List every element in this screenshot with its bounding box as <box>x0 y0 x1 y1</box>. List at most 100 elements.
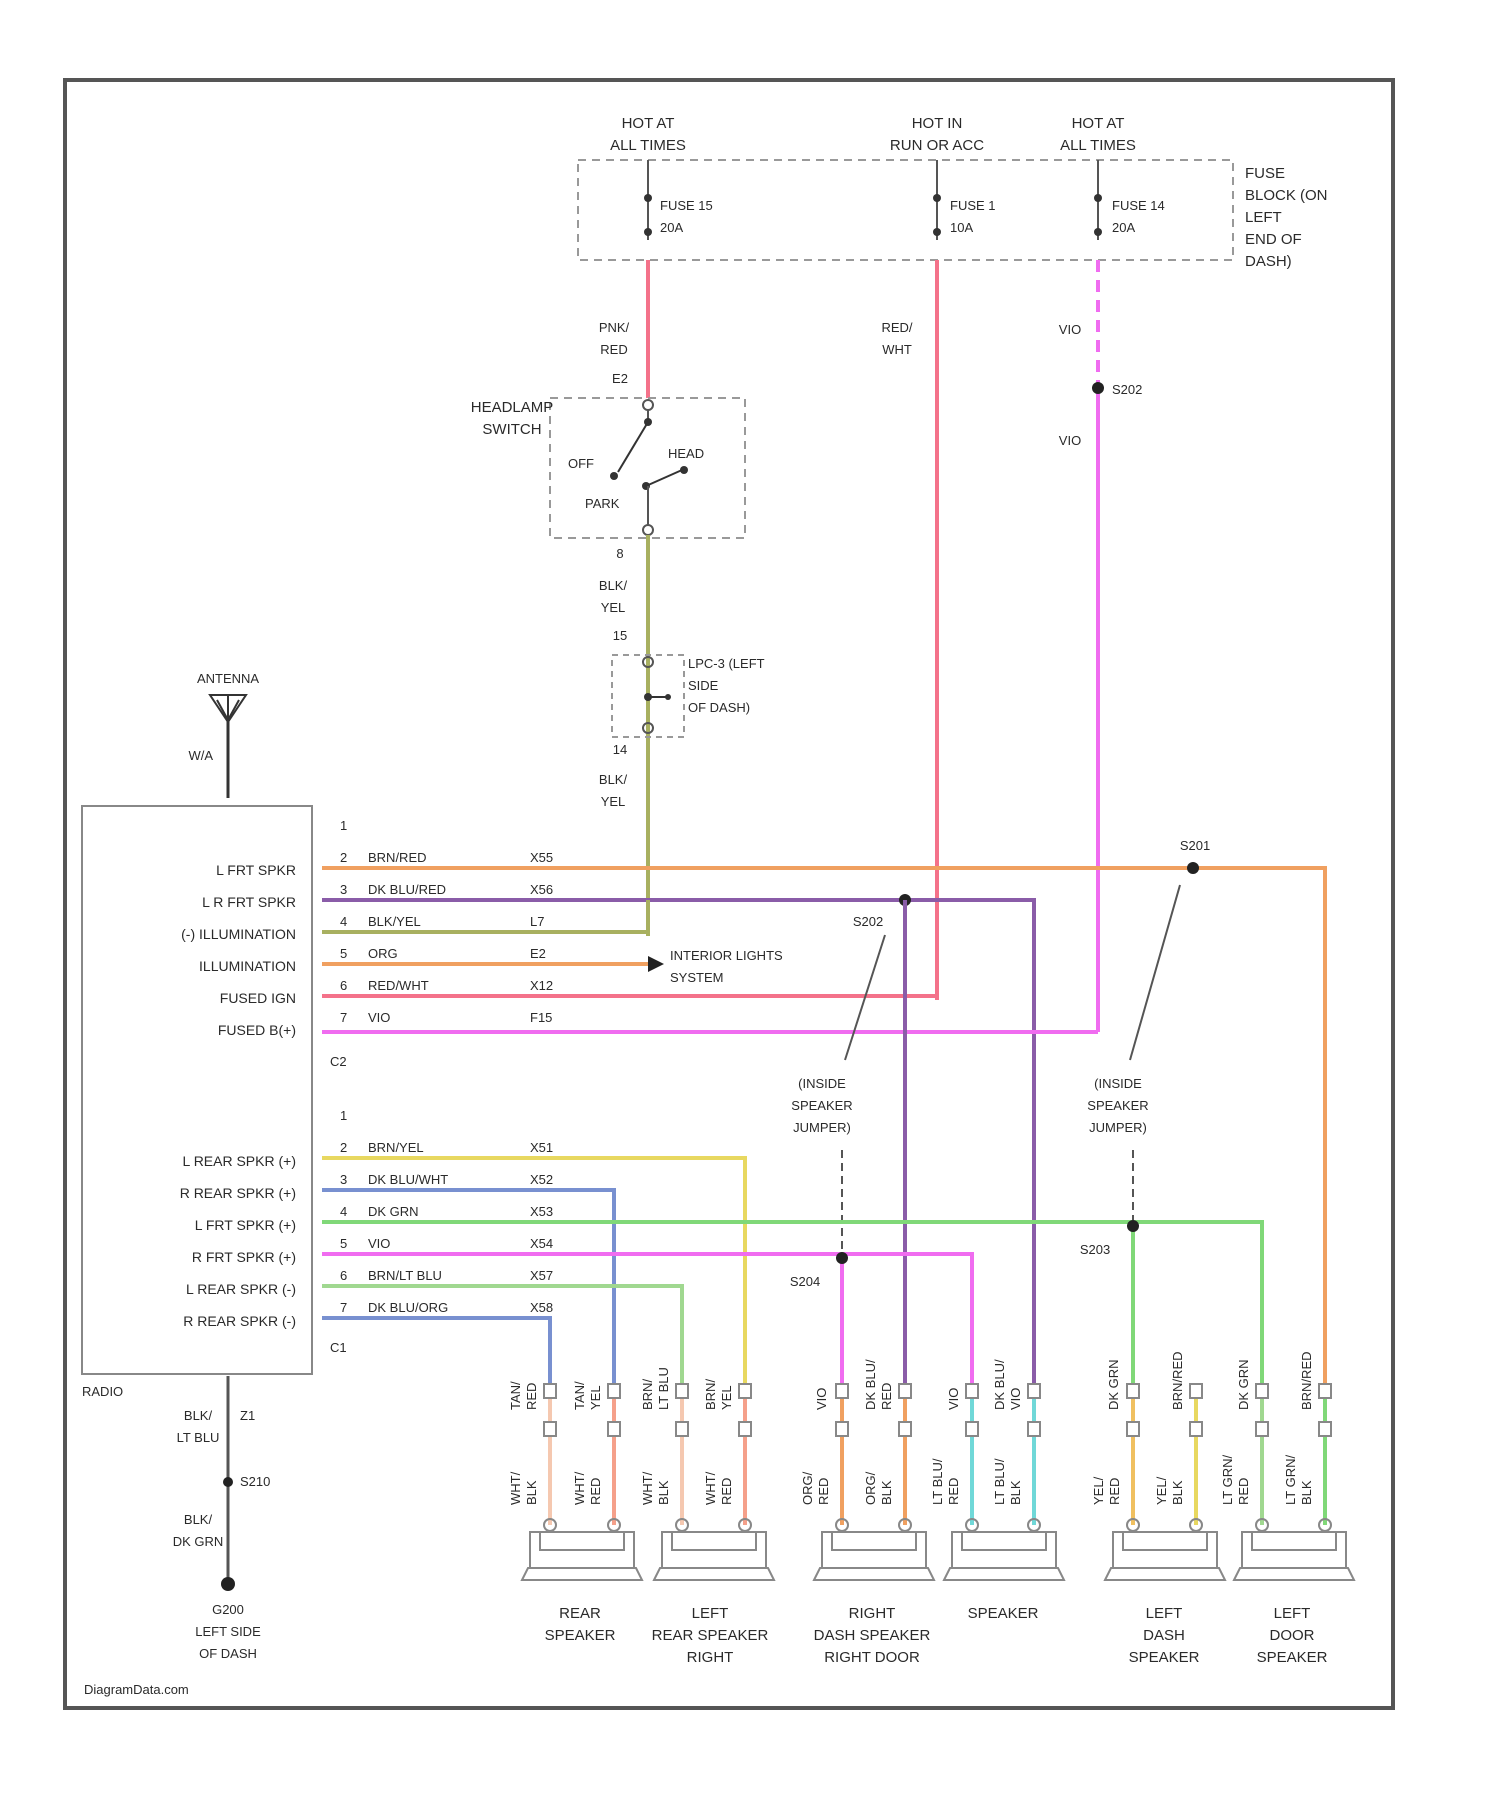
fuse-15: FUSE 15 20A <box>644 160 713 240</box>
svg-text:10A: 10A <box>950 220 973 235</box>
svg-text:SPEAKER: SPEAKER <box>545 1627 616 1644</box>
svg-text:FUSE 1: FUSE 1 <box>950 198 996 213</box>
speaker-icon <box>1105 1519 1225 1580</box>
svg-text:L FRT SPKR: L FRT SPKR <box>216 862 296 878</box>
svg-text:BLK: BLK <box>1299 1480 1314 1505</box>
svg-text:X58: X58 <box>530 1300 553 1315</box>
ground-wire-a2: LT BLU <box>177 1430 220 1445</box>
jumper-right-pointer <box>1130 885 1180 1060</box>
svg-text:DK BLU/: DK BLU/ <box>863 1359 878 1410</box>
ground-label-b: LEFT SIDE <box>195 1624 261 1639</box>
ground-wire-a1: BLK/ <box>184 1408 213 1423</box>
svg-text:X52: X52 <box>530 1172 553 1187</box>
svg-text:LEFT: LEFT <box>1245 209 1282 226</box>
jumper-right-label: (INSIDE SPEAKER JUMPER) <box>1087 1076 1148 1135</box>
svg-text:(INSIDE: (INSIDE <box>798 1076 846 1091</box>
svg-text:VIO: VIO <box>1008 1388 1023 1410</box>
svg-text:RIGHT DOOR: RIGHT DOOR <box>824 1649 920 1666</box>
svg-text:R FRT SPKR (+): R FRT SPKR (+) <box>192 1249 296 1265</box>
antenna-icon <box>210 695 246 798</box>
svg-text:BLOCK (ON: BLOCK (ON <box>1245 187 1328 204</box>
svg-text:R REAR SPKR (+): R REAR SPKR (+) <box>180 1185 296 1201</box>
speaker-labels: REAR SPEAKER LEFT REAR SPEAKER RIGHT RIG… <box>545 1605 1328 1666</box>
svg-text:WHT/: WHT/ <box>703 1471 718 1505</box>
speaker-icon <box>814 1519 934 1580</box>
svg-text:3: 3 <box>340 882 347 897</box>
svg-text:LT GRN/: LT GRN/ <box>1220 1455 1235 1505</box>
svg-text:5: 5 <box>340 1236 347 1251</box>
wire-label-blk1: BLK/ <box>599 578 628 593</box>
svg-text:(-) ILLUMINATION: (-) ILLUMINATION <box>181 926 296 942</box>
speaker-icon <box>522 1519 642 1580</box>
connector-pin-15: 15 <box>613 628 627 643</box>
svg-text:1: 1 <box>340 818 347 833</box>
svg-text:VIO: VIO <box>368 1010 390 1025</box>
svg-text:REAR SPEAKER: REAR SPEAKER <box>652 1627 769 1644</box>
svg-text:JUMPER): JUMPER) <box>1089 1120 1147 1135</box>
svg-text:DOOR: DOOR <box>1270 1627 1315 1644</box>
ground-label-a: G200 <box>212 1602 244 1617</box>
svg-text:BLK: BLK <box>524 1480 539 1505</box>
svg-text:RED: RED <box>719 1478 734 1505</box>
svg-text:BLK: BLK <box>879 1480 894 1505</box>
speaker-icon <box>944 1519 1064 1580</box>
ground-wire-b2: DK GRN <box>173 1534 224 1549</box>
svg-text:X55: X55 <box>530 850 553 865</box>
svg-text:YEL: YEL <box>719 1385 734 1410</box>
speaker-icon <box>1234 1519 1354 1580</box>
speaker-icon <box>654 1519 774 1580</box>
svg-text:SPEAKER: SPEAKER <box>1129 1649 1200 1666</box>
svg-text:BRN/RED: BRN/RED <box>1299 1351 1314 1410</box>
svg-text:LT BLU: LT BLU <box>656 1367 671 1410</box>
ground-circuit: Z1 <box>240 1408 255 1423</box>
svg-text:X54: X54 <box>530 1236 553 1251</box>
svg-text:BLK: BLK <box>1170 1480 1185 1505</box>
svg-text:LEFT: LEFT <box>692 1605 729 1622</box>
svg-text:VIO: VIO <box>946 1388 961 1410</box>
svg-text:SPEAKER: SPEAKER <box>1257 1649 1328 1666</box>
interior-lights-arrow <box>648 956 664 972</box>
svg-text:DASH): DASH) <box>1245 253 1292 270</box>
svg-text:LEFT: LEFT <box>1146 1605 1183 1622</box>
svg-text:L FRT SPKR (+): L FRT SPKR (+) <box>195 1217 296 1233</box>
svg-text:4: 4 <box>340 914 347 929</box>
svg-text:RED: RED <box>588 1478 603 1505</box>
svg-text:DASH: DASH <box>1143 1627 1185 1644</box>
svg-text:X53: X53 <box>530 1204 553 1219</box>
svg-text:3: 3 <box>340 1172 347 1187</box>
svg-text:RED: RED <box>1236 1478 1251 1505</box>
svg-text:L R FRT SPKR: L R FRT SPKR <box>202 894 296 910</box>
wire-label-red: RED <box>600 342 627 357</box>
svg-text:LT GRN/: LT GRN/ <box>1283 1455 1298 1505</box>
svg-text:RED: RED <box>524 1383 539 1410</box>
splice-s203-dot <box>1127 1220 1139 1232</box>
svg-text:JUMPER): JUMPER) <box>793 1120 851 1135</box>
svg-text:BLK: BLK <box>1008 1480 1023 1505</box>
svg-text:E2: E2 <box>530 946 546 961</box>
headlamp-switch-contacts <box>610 400 688 535</box>
power-label-3a: HOT AT <box>1072 115 1125 132</box>
svg-text:FUSED B(+): FUSED B(+) <box>218 1022 296 1038</box>
ground-icon <box>221 1577 235 1591</box>
svg-text:7: 7 <box>340 1010 347 1025</box>
svg-text:L7: L7 <box>530 914 544 929</box>
switch-park: PARK <box>585 496 620 511</box>
svg-text:L REAR SPKR (-): L REAR SPKR (-) <box>186 1281 296 1297</box>
splice-s204-dot <box>836 1252 848 1264</box>
svg-text:4: 4 <box>340 1204 347 1219</box>
svg-text:VIO: VIO <box>368 1236 390 1251</box>
svg-text:2: 2 <box>340 850 347 865</box>
lpc3-label-c: OF DASH) <box>688 700 750 715</box>
lpc3-label-b: SIDE <box>688 678 719 693</box>
svg-text:FUSE: FUSE <box>1245 165 1285 182</box>
fuse-1: FUSE 1 10A <box>933 160 996 240</box>
svg-text:DK GRN: DK GRN <box>368 1204 419 1219</box>
wire-circuit-e2: E2 <box>612 371 628 386</box>
svg-text:BRN/RED: BRN/RED <box>368 850 427 865</box>
svg-text:DK BLU/: DK BLU/ <box>992 1359 1007 1410</box>
svg-text:FUSE 14: FUSE 14 <box>1112 198 1165 213</box>
svg-text:LT BLU/: LT BLU/ <box>930 1458 945 1505</box>
svg-text:X12: X12 <box>530 978 553 993</box>
svg-text:DK BLU/ORG: DK BLU/ORG <box>368 1300 448 1315</box>
svg-text:(INSIDE: (INSIDE <box>1094 1076 1142 1091</box>
